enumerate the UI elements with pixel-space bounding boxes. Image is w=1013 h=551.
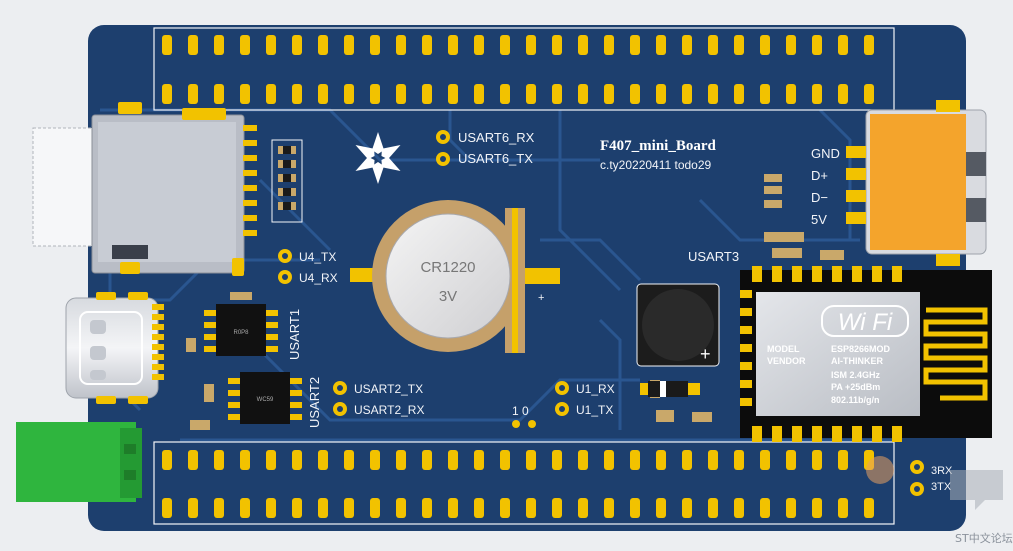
u4-rx-label: U4_RX [299,271,338,285]
module-vendor-label: VENDOR [767,356,806,366]
jumper-pads [512,420,536,428]
ic-usart2 [228,372,302,424]
top-header-outline [153,27,895,111]
module-standard: 802.11b/g/n [831,395,880,405]
testpoint-u1 [555,381,569,416]
diode [640,381,700,397]
testpoint-usart2 [333,381,347,416]
module-pa: PA +25dBm [831,382,880,392]
battery-plus-mark: + [538,292,544,304]
u1-rx-label: U1_RX [576,382,615,396]
testpoint-usart3 [910,460,924,496]
usart3-label: USART3 [688,249,739,264]
bottom-header-outline [153,441,895,525]
usb-pin-dminus: D− [811,190,828,205]
watermark-logo [866,456,1003,510]
jumper-label: 1 0 [512,404,529,418]
svg-text:+: + [700,344,711,364]
battery-model: CR1220 [420,259,475,276]
usb-pin-5v: 5V [811,212,827,227]
battery-voltage: 3V [439,288,457,305]
resistor-array [271,139,303,223]
ic2-marking: WC59 [257,397,274,403]
top-header-row-2 [162,84,874,104]
usart2-rx-label: USART2_RX [354,403,424,417]
board-subtitle: c.ty20220411 todo29 [600,158,712,172]
watermark-text: ST中文论坛 [955,531,1013,545]
module-model-value: ESP8266MOD [831,344,891,354]
tx3-label: 3TX [931,481,952,493]
usart6-rx-label: USART6_RX [458,130,535,145]
esp8266-module [740,266,992,442]
usart2-tx-label: USART2_TX [354,382,423,396]
rx3-label: 3RX [931,465,953,477]
module-ism: ISM 2.4GHz [831,370,881,380]
usart6-tx-label: USART6_TX [458,151,533,166]
buzzer: + [636,283,720,367]
coin-cell-holder [350,200,560,353]
testpoint-u4 [278,249,292,284]
ic-usart1 [204,304,278,356]
ic1-marking: R0P8 [233,330,249,336]
usb-pin-gnd: GND [811,146,840,161]
module-model-label: MODEL [767,344,800,354]
usart1-label: USART1 [287,309,302,360]
module-vendor-value: AI-THINKER [831,356,883,366]
u1-tx-label: U1_TX [576,403,613,417]
bottom-header-row-1 [162,450,874,470]
usart2-label: USART2 [307,377,322,428]
top-header-row-1 [162,35,874,55]
testpoint-usart6 [436,130,450,166]
board-title: F407_mini_Board [600,138,716,154]
micro-sd-slot [32,102,257,276]
bottom-header-row-2 [162,498,874,518]
wifi-logo: Wi Fi [838,309,893,336]
screw-terminal [16,422,142,502]
usb-c-left-connector [65,292,164,404]
usart3-passives [764,174,844,260]
flower-logo [355,132,401,184]
u4-tx-label: U4_TX [299,250,336,264]
usb-pin-dplus: D+ [811,168,828,183]
usb-c-right-connector [846,100,987,266]
